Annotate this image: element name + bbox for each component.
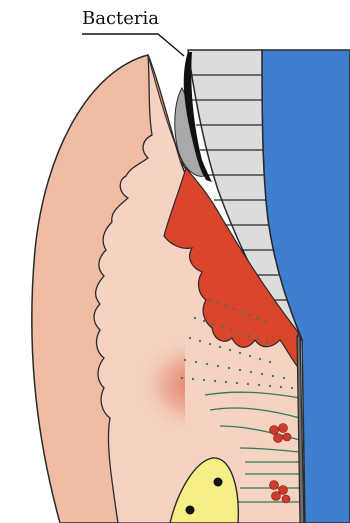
bacteria-label: Bacteria bbox=[82, 8, 159, 29]
bacteria-leader-line bbox=[82, 34, 184, 56]
